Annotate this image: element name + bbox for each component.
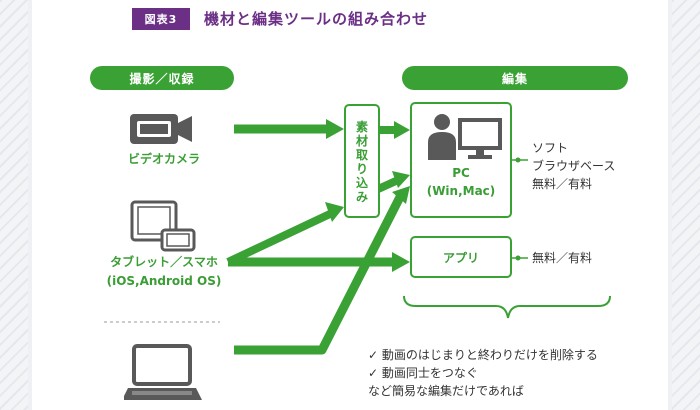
pc-box: PC (Win,Mac) [410, 102, 512, 218]
capture-section-pill: 撮影／収録 [90, 66, 234, 90]
figure-badge: 図表3 [132, 8, 190, 30]
pc-note-software: ソフト [532, 141, 569, 155]
pc-note-price: 無料／有料 [532, 177, 593, 191]
app-box: アプリ [410, 236, 512, 278]
pc-label-line2: (Win,Mac) [426, 184, 496, 198]
import-to-pc-arrowhead-top [394, 121, 410, 139]
tablet-label-line2: (iOS,Android OS) [106, 274, 222, 288]
check-item-2: ✓ 動画同士をつなぐ [368, 365, 478, 382]
tablet-to-app-arrowhead [392, 252, 410, 272]
import-char-6: み [355, 190, 368, 204]
import-char-5: 込 [355, 176, 368, 190]
import-to-pc-arrowhead-lower [392, 171, 410, 188]
person-at-computer-icon [428, 114, 502, 160]
laptop-to-pc-line [234, 194, 405, 355]
check-icon: ✓ [368, 366, 382, 380]
pc-label-line1: PC [452, 166, 470, 180]
right-background-stripe [672, 0, 700, 410]
pc-note-browser: ブラウザベース [532, 159, 616, 173]
tablet-phone-icon [130, 200, 196, 252]
check-item-1-text: 動画のはじまりと終わりだけを削除する [381, 348, 598, 362]
video-camera-icon [130, 114, 192, 144]
import-box-text: 素 材 取 り 込 み [346, 120, 378, 204]
tablet-label-line1: タブレット／スマホ [110, 255, 218, 269]
pc-notes-dot [515, 157, 521, 163]
check-icon: ✓ [368, 348, 382, 362]
camera-label: ビデオカメラ [127, 152, 200, 166]
left-background-stripe [0, 0, 28, 410]
figure-card: 図表3 機材と編集ツールの組み合わせ 撮影／収録 編集 [32, 0, 668, 410]
tablet-to-import-line [226, 209, 334, 266]
laptop-icon [124, 344, 202, 400]
import-box: 素 材 取 り 込 み [344, 104, 380, 218]
tablet-to-import-arrowhead [325, 202, 344, 222]
app-label: アプリ [442, 251, 479, 265]
check-item-1: ✓ 動画のはじまりと終わりだけを削除する [368, 347, 598, 364]
import-char-3: 取 [355, 148, 368, 162]
curly-brace [403, 295, 611, 319]
app-notes-dot [515, 255, 521, 261]
edit-section-pill: 編集 [402, 66, 628, 90]
import-char-1: 素 [355, 120, 368, 134]
check-item-2-text: 動画同士をつなぐ [381, 366, 478, 380]
camera-arrowhead [326, 119, 344, 139]
figure-title: 機材と編集ツールの組み合わせ [204, 10, 429, 28]
import-char-4: り [355, 162, 368, 176]
laptop-to-pc-arrowhead [392, 186, 410, 204]
app-note-price: 無料／有料 [532, 251, 593, 265]
import-char-2: 材 [355, 134, 368, 148]
bottom-note-line3: など簡易な編集だけであれば [368, 384, 524, 398]
